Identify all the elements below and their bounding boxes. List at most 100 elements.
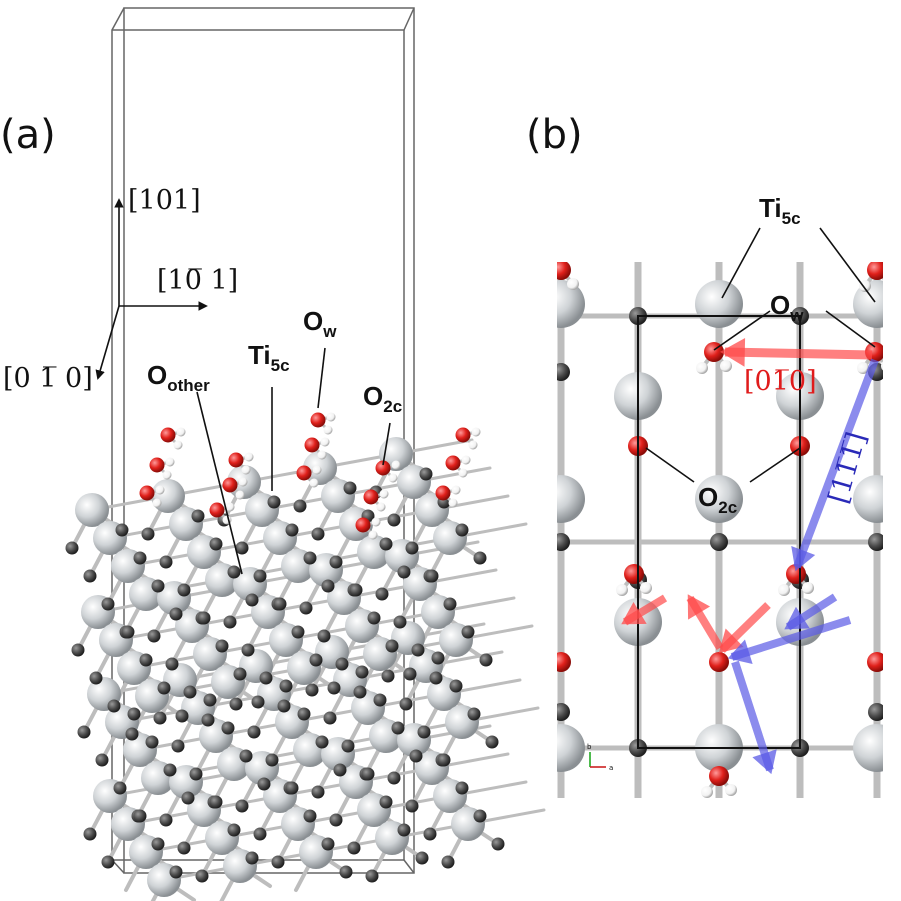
h-atom [152, 498, 162, 508]
o-atom [403, 667, 417, 681]
h-atom [616, 584, 628, 596]
o-atom [311, 785, 325, 799]
o-atom [165, 657, 179, 671]
h-atom [165, 457, 175, 467]
o-atom [203, 693, 217, 707]
o-atom [121, 625, 135, 639]
slab-structure [65, 412, 546, 901]
mini-axis-a: a [609, 764, 613, 772]
h-atom [448, 498, 458, 508]
o-atom [315, 735, 329, 749]
o-atom [101, 855, 115, 869]
h-atom [468, 440, 478, 450]
ti-atom [151, 479, 185, 513]
o-atom [305, 683, 319, 697]
o-atom [299, 601, 313, 615]
o-atom [329, 555, 343, 569]
h-atom [312, 465, 322, 475]
o-atom [343, 481, 357, 495]
o-atom [303, 551, 317, 565]
o-atom [189, 767, 203, 781]
water-o-atom [445, 455, 461, 471]
water-o-atom [867, 262, 883, 280]
ti-atom [75, 493, 109, 527]
o-atom [379, 795, 393, 809]
o-atom [115, 523, 129, 537]
o-atom [321, 579, 335, 593]
o-atom [89, 671, 103, 685]
blue-arrow-1-1-1 [793, 358, 879, 569]
h-atom [802, 582, 814, 594]
o-atom [151, 579, 165, 593]
red-arrow-left-head [621, 601, 647, 625]
blue-arrow-1-1-1-head [791, 546, 816, 572]
water-o-atom [222, 477, 238, 493]
h-atom [235, 490, 245, 500]
o-atom [431, 651, 445, 665]
o-atom [159, 813, 173, 827]
o-atom [95, 753, 109, 767]
label-o-w-a: Ow [303, 306, 337, 341]
o-atom [253, 569, 267, 583]
h-atom [725, 784, 737, 796]
water-o-atom [435, 485, 451, 501]
h-atom [320, 437, 330, 447]
o-atom [387, 513, 401, 527]
blue-arrow-long [730, 616, 852, 661]
o-atom [397, 565, 411, 579]
atom-labels-a: Oother Ti5c Ow O2c [147, 306, 402, 575]
o-atom [329, 813, 343, 827]
ti-atom [695, 280, 743, 328]
h-atom [461, 455, 471, 465]
o-atom [181, 791, 195, 805]
water-o-atom [624, 564, 644, 584]
o-atom [375, 587, 389, 601]
o-atom [125, 727, 139, 741]
h-atom [458, 468, 468, 478]
h-atom [173, 440, 183, 450]
red-arrow-v-right-head [718, 628, 744, 654]
label-o-other: Oother [147, 360, 210, 395]
h-atom [241, 465, 251, 475]
blue-arrow-short-head [784, 606, 810, 630]
h-atom [859, 280, 871, 292]
blue-arrow-down [731, 660, 774, 772]
o-atom [425, 569, 439, 583]
o-atom [147, 629, 161, 643]
h-atom [309, 478, 319, 488]
o-atom [265, 753, 279, 767]
h-atom [326, 412, 336, 422]
h-atom [451, 485, 461, 495]
o-atom [177, 583, 191, 597]
h-atom [238, 477, 248, 487]
blue-arrow-long-head [727, 639, 753, 664]
o-atom [245, 851, 259, 865]
water-o-atom [304, 437, 320, 453]
h-atom [883, 278, 895, 290]
h-atom [471, 427, 481, 437]
o-atom [293, 499, 307, 513]
o-atom [353, 685, 367, 699]
o-atom [221, 721, 235, 735]
label-o-2c-b: O2c [698, 482, 737, 517]
water-o-atom [310, 412, 326, 428]
h-atom [778, 584, 790, 596]
o-atom [127, 707, 141, 721]
o-atom [868, 533, 883, 551]
o-atom [415, 851, 429, 865]
o-atom [429, 671, 443, 685]
o-atom [405, 799, 419, 813]
o-atom [405, 541, 419, 555]
o-atom [297, 707, 311, 721]
water-o-atom [355, 517, 371, 533]
label-o-2c-a: O2c [363, 381, 402, 416]
o-atom [71, 643, 85, 657]
o-atom [303, 809, 317, 823]
o-atom [169, 865, 183, 879]
mini-axis-b: b [587, 743, 592, 751]
o-atom [411, 643, 425, 657]
o-atom [227, 565, 241, 579]
axis-label-101: [101] [128, 185, 201, 216]
o-atom [101, 597, 115, 611]
o-atom [201, 713, 215, 727]
